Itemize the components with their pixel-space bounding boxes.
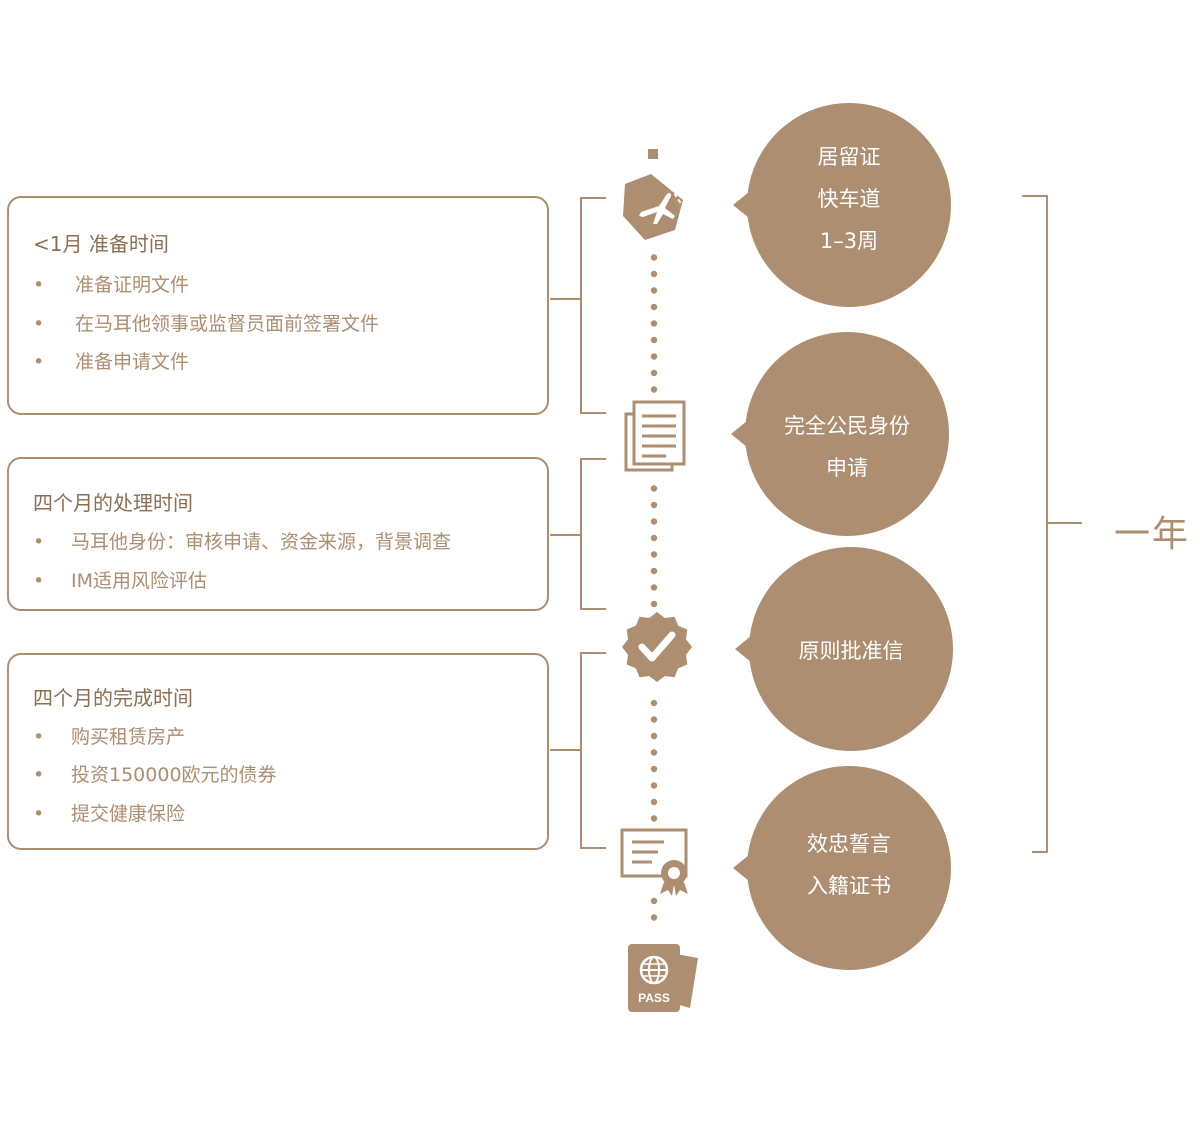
list-item-text: 投资150000欧元的债券 [71,764,277,786]
list-item: • 提交健康保险 [33,799,185,826]
bullet-icon: • [33,726,45,748]
list-item: • 马耳他身份：审核申请、资金来源，背景调查 [33,527,451,554]
stage-1-bracket [550,197,606,414]
milestone-bubble-4-shape [733,766,951,970]
documents-icon [624,400,686,472]
timeline-dot [650,501,658,509]
milestone-bubble-2: 完全公民身份 申请 [745,332,949,536]
timeline-dot [650,699,658,707]
stage-box-2: 四个月的处理时间 • 马耳他身份：审核申请、资金来源，背景调查 • IM适用风险评估 [7,457,549,611]
list-item-text: 准备证明文件 [75,274,190,296]
timeline-dot [650,485,658,492]
timeline-dot [650,782,658,789]
timeline-dot [650,534,658,542]
milestone-line: 快车道 [817,187,881,211]
timeline-dot [650,798,658,806]
bullet-icon: • [33,351,45,373]
bullet-icon: • [33,531,45,553]
milestone-bubble-1-shape [733,103,951,307]
list-item-text: 准备申请文件 [75,351,190,373]
milestone-line: 原则批准信 [798,639,904,663]
timeline-dot [650,386,658,393]
total-duration-label: 一年 [1114,514,1191,555]
list-item-text: 购买租赁房产 [71,726,186,748]
stage-title: 四个月的完成时间 [33,686,193,710]
timeline-dot [650,749,658,756]
milestone-line: 效忠誓言 [807,832,891,856]
timeline-dot [650,270,658,278]
milestone-line: 入籍证书 [807,874,891,898]
timeline-dot [650,254,658,261]
list-item: • IM适用风险评估 [33,566,207,593]
bullet-icon: • [33,764,45,786]
milestone-bubble-2-shape [731,332,949,536]
list-item-text: 在马耳他领事或监督员面前签署文件 [75,313,380,335]
timeline-dot [650,518,658,525]
stage-box-1: <1月 准备时间 • 准备证明文件 • 在马耳他领事或监督员面前签署文件 • 准备申请… [7,196,549,415]
list-item: • 准备证明文件 [33,270,189,297]
timeline-dots [650,254,658,921]
total-duration-bracket [1022,195,1082,853]
milestone-line: 居留证 [817,145,881,169]
list-item-text: 马耳他身份：审核申请、资金来源，背景调查 [71,531,452,553]
milestone-bubble-3: 原则批准信 [749,547,953,751]
bullet-icon: • [33,803,45,825]
timeline-start-marker [648,149,658,159]
timeline-dot [650,303,658,311]
approval-check-icon [622,612,692,682]
passport-icon: PASS [628,944,698,1012]
list-item-text: IM适用风险评估 [71,570,207,592]
timeline-dot [650,897,658,905]
bullet-icon: • [33,274,45,296]
timeline-dot [650,287,658,294]
passport-label: PASS [638,991,670,1005]
milestone-bubble-3-shape [735,547,953,751]
milestone-line: 1–3周 [819,229,879,253]
timeline-dot [650,584,658,591]
list-item: • 购买租赁房产 [33,722,185,749]
list-item: • 在马耳他领事或监督员面前签署文件 [33,309,379,336]
milestone-bubbles [731,103,953,970]
timeline-dot [650,353,658,360]
milestone-bubble-1: 居留证 快车道 1–3周 [747,103,951,307]
milestone-bubble-4: 效忠誓言 入籍证书 [747,766,951,970]
timeline-dot [650,914,658,921]
bullet-icon: • [33,570,45,592]
timeline-dot [650,369,658,377]
milestone-line: 申请 [826,456,868,480]
timeline-dot [650,732,658,740]
timeline-dot [650,567,658,575]
stage-title: 四个月的处理时间 [33,491,193,515]
stage-box-3: 四个月的完成时间 • 购买租赁房产 • 投资150000欧元的债券 • 提交健康保险 [7,653,549,850]
timeline-dot [650,336,658,344]
list-item-text: 提交健康保险 [71,803,186,825]
timeline-dot [650,716,658,723]
stage-2-bracket [550,458,606,610]
stage-3-bracket [550,652,606,849]
timeline-dot [650,815,658,822]
timeline-dot [650,600,658,608]
list-item: • 投资150000欧元的债券 [33,760,277,787]
timeline-dot [650,320,658,327]
stage-title: <1月 准备时间 [33,232,169,256]
airplane-ticket-icon [623,174,690,240]
certificate-icon [620,828,688,896]
list-item: • 准备申请文件 [33,347,189,374]
bullet-icon: • [33,313,45,335]
timeline-dot [650,765,658,773]
timeline-dot [650,551,658,558]
milestone-line: 完全公民身份 [784,414,910,438]
